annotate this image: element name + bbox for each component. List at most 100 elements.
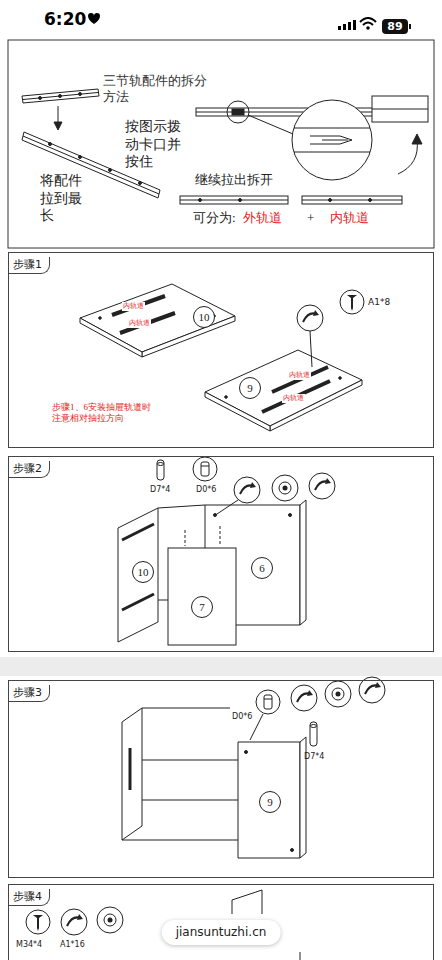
detail-magnifier: [372, 109, 428, 110]
cabinet-side: [289, 514, 292, 517]
watermark: jiansuntuzhi.cn: [162, 920, 281, 945]
slide-rail: [329, 199, 332, 202]
plus-sign: +: [307, 210, 314, 226]
drawer-rail: [112, 296, 330, 412]
step-panel: 步骤2 10 6 7: [8, 456, 434, 652]
slide-rail: [79, 93, 82, 96]
pull-arrow: [54, 122, 62, 130]
status-bar: [88, 13, 411, 34]
fastener-callout: D0*6: [196, 485, 216, 495]
slide-rail: [180, 200, 288, 201]
status-bar: [382, 19, 408, 34]
fastener-callout: [193, 457, 217, 481]
cabinet-side: [122, 594, 154, 610]
part-name: 内轨道: [330, 210, 369, 226]
fastener-callout: [291, 685, 317, 711]
instruction-text: 可分为:: [193, 210, 236, 226]
cabinet-body: [142, 800, 238, 801]
cabinet-side: [185, 530, 186, 546]
status-bar: [409, 24, 411, 29]
cabinet-body: [142, 760, 238, 761]
cabinet-body: [291, 849, 294, 852]
drawer-board: [339, 377, 342, 380]
slide-rail: [232, 109, 244, 115]
instruction-text: 将配件拉到最长: [40, 172, 84, 225]
slide-rail: [227, 101, 249, 123]
cabinet-body: [122, 840, 238, 841]
fastener-callout: [297, 305, 323, 331]
drawer-board: [225, 396, 228, 399]
slide-rail: [180, 196, 288, 204]
part-number: 6: [259, 563, 265, 574]
fastener-callout: [310, 722, 317, 746]
instruction-text: 按图示拨动卡口并按住: [125, 118, 183, 171]
status-bar: [348, 22, 351, 30]
fastener-callout: [256, 690, 280, 714]
cabinet-body: [142, 708, 230, 709]
part-number-circle: 6: [251, 557, 273, 579]
cabinet-corner: [300, 952, 301, 960]
cabinet-side: [168, 548, 236, 645]
drawer-board: [99, 317, 102, 320]
fastener-callout: [250, 677, 385, 746]
step-heading: 步骤4: [9, 889, 50, 906]
drawer-rail: [120, 313, 175, 333]
cabinet-side: [300, 500, 306, 625]
fastener-callout: [214, 500, 238, 516]
part-number: 10: [138, 567, 149, 578]
step-heading: 步骤1: [9, 257, 50, 274]
status-bar: [360, 18, 376, 22]
cabinet-side: [118, 508, 158, 642]
slide-rail: [23, 93, 98, 100]
status-bar: [88, 13, 100, 24]
detail-magnifier: [248, 96, 428, 180]
fastener-callout: [340, 290, 364, 314]
fastener-callout: [272, 475, 298, 501]
fastener-callout: [157, 457, 335, 516]
status-bar: [353, 20, 356, 30]
fastener-callout: [61, 909, 87, 935]
fastener-callout: [234, 477, 260, 503]
cabinet-corner: [232, 900, 233, 914]
slide-rail: [49, 143, 52, 146]
grey-separator: [0, 657, 442, 676]
drawer-rail: [272, 367, 328, 392]
cabinet-side: [220, 526, 221, 546]
slide-rail: [199, 199, 202, 202]
drawer-rail: [262, 381, 330, 412]
detail-magnifier: [322, 140, 348, 141]
status-bar: [363, 23, 373, 26]
part-number: 9: [267, 797, 273, 808]
step-panel: 步骤3 9: [8, 680, 434, 878]
battery-level: 89: [382, 20, 408, 34]
fastener-callout: [97, 907, 123, 933]
step-heading: 步骤3: [9, 685, 50, 702]
status-bar: [338, 26, 341, 30]
slide-rail: [369, 199, 372, 202]
slide-rail: [59, 95, 62, 98]
slide-rail: [239, 199, 242, 202]
cabinet-side: [122, 524, 154, 540]
rail-label: 内轨道: [288, 371, 311, 380]
method-panel: [8, 40, 434, 248]
step-heading: 步骤2: [9, 461, 50, 478]
rail-label: 内轨道: [282, 394, 305, 403]
drawer-board: [142, 316, 235, 357]
slide-rail: [302, 200, 402, 201]
fastener-callout: [311, 725, 317, 728]
slide-rail: [302, 196, 402, 204]
part-number: 7: [199, 602, 205, 613]
cabinet-body: [129, 748, 132, 790]
method-panel: [8, 40, 434, 248]
fastener-callout: [158, 463, 164, 466]
fastener-callout: D0*6: [232, 712, 252, 722]
drawer-rail: [112, 296, 165, 315]
status-time: 6:20: [44, 9, 86, 30]
grey-separator: [0, 657, 442, 676]
part-number-circle: 10: [132, 561, 154, 583]
fastener-callout: D7*4: [150, 485, 170, 495]
fastener-callout: [325, 681, 351, 707]
cabinet-corner: [232, 890, 262, 914]
warning-note: 步骤1、6安装抽屉轨道时注意相对抽拉方向: [52, 402, 152, 425]
part-number-circle: 7: [191, 596, 213, 618]
